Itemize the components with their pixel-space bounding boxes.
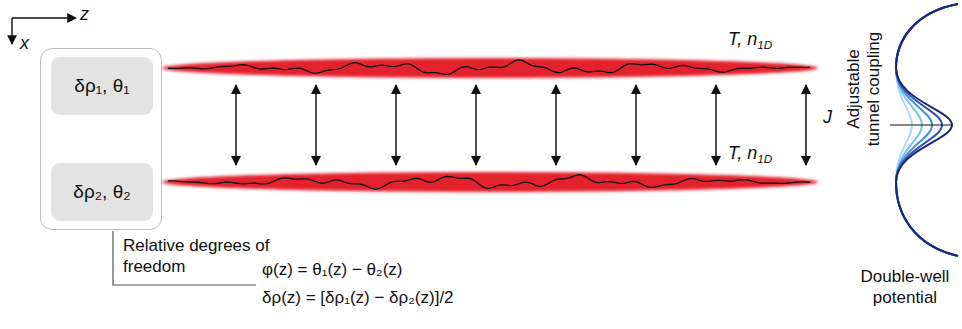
cloud-shape [162,172,818,192]
potential-curve [896,4,958,256]
potential-curve [896,4,958,256]
tube-parameters: T, n1D [728,143,772,164]
tunnel-arrow [555,85,557,165]
gas-tube: T, n1D [160,170,820,194]
group-heading: Relative degrees of freedom [123,235,273,277]
gas-tube: T, n1D [160,56,820,80]
z-axis [12,17,76,18]
tunnel-arrow [395,85,397,165]
equation: φ(z) = θ₁(z) − θ₂(z) [262,259,402,281]
tube-parameters: T, n1D [728,29,772,50]
variable-box: δρ₂, θ₂ [51,163,153,221]
variable-box: δρ₁, θ₁ [51,57,153,115]
potential-curve [896,4,958,256]
tunnel-arrow [715,85,717,165]
tunnel-arrow [805,85,807,165]
variable-label: δρ₁, θ₁ [74,75,129,97]
variable-group-box: Relative degrees of freedomδρ₁, θ₁δρ₂, θ… [40,48,162,230]
condensate-cloud [160,56,820,80]
potential-curve [896,4,958,256]
potential-curve [896,4,958,256]
axis-label: z [80,3,89,25]
equation: δρ(z) = [δρ₁(z) − δρ₂(z)]/2 [262,287,454,309]
phase-fluctuation [168,60,810,74]
phase-fluctuation [168,175,810,189]
coupling-symbol: J [823,106,832,128]
variable-label: δρ₂, θ₂ [73,181,130,203]
axis-caption: Adjustable tunnel coupling [844,24,884,154]
x-axis [11,18,12,44]
coupling-tick [890,124,952,125]
double-well-curves [896,4,958,256]
axis-label: x [20,32,29,54]
potential-caption: Double-well potential [855,266,955,308]
condensate-cloud [160,170,820,194]
tunnel-arrow [235,85,237,165]
tunnel-arrow [315,85,317,165]
tunnel-arrow [635,85,637,165]
tunnel-arrow [475,85,477,165]
cloud-shape [162,58,818,78]
